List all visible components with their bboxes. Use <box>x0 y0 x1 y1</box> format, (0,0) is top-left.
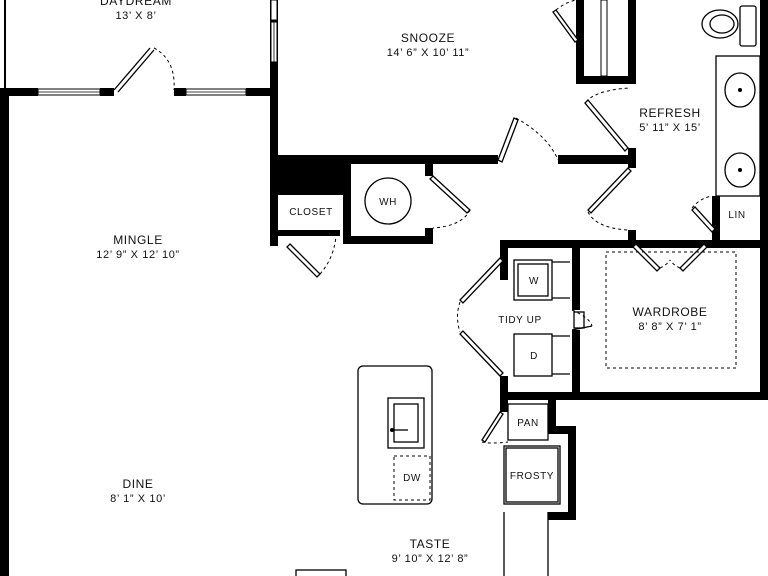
dishwasher-label: DW <box>403 473 421 484</box>
dryer-label: D <box>530 351 538 362</box>
wardrobe-label: WARDROBE <box>632 305 707 319</box>
room-labels: DAYDREAM 13’ X 8’ SNOOZE 14’ 6” X 10’ 11… <box>96 0 745 565</box>
daydream-dims: 13’ X 8’ <box>115 10 156 22</box>
closet-label: CLOSET <box>289 207 333 218</box>
fixtures <box>295 5 761 576</box>
refresh-label: REFRESH <box>639 106 701 120</box>
mingle-dims: 12’ 9” X 12’ 10” <box>96 249 179 261</box>
washer-icon <box>513 259 553 301</box>
water-heater-label: WH <box>379 197 397 208</box>
fridge-icon <box>503 445 561 505</box>
mingle-label: MINGLE <box>113 233 163 247</box>
doors <box>113 0 716 444</box>
snooze-dims: 14’ 6” X 10’ 11” <box>387 47 470 59</box>
dryer-icon <box>513 333 553 377</box>
snooze-label: SNOOZE <box>401 31 455 45</box>
daydream-label: DAYDREAM <box>100 0 172 8</box>
dine-dims: 8’ 1” X 10’ <box>110 493 166 505</box>
dine-label: DINE <box>122 477 153 491</box>
washer-label: W <box>529 276 539 287</box>
pantry-label: PAN <box>517 418 539 429</box>
water-heater-icon <box>364 177 412 225</box>
taste-label: TASTE <box>410 537 451 551</box>
fridge-label: FROSTY <box>510 471 554 482</box>
tidy-up-label: TIDY UP <box>498 315 541 326</box>
kitchen-island <box>357 365 433 505</box>
linen-label: LIN <box>728 210 745 221</box>
wardrobe-dims: 8’ 8” X 7’ 1” <box>638 321 701 333</box>
refresh-dims: 5’ 11” X 15’ <box>639 122 701 134</box>
taste-dims: 9’ 10” X 12’ 8” <box>392 553 469 565</box>
